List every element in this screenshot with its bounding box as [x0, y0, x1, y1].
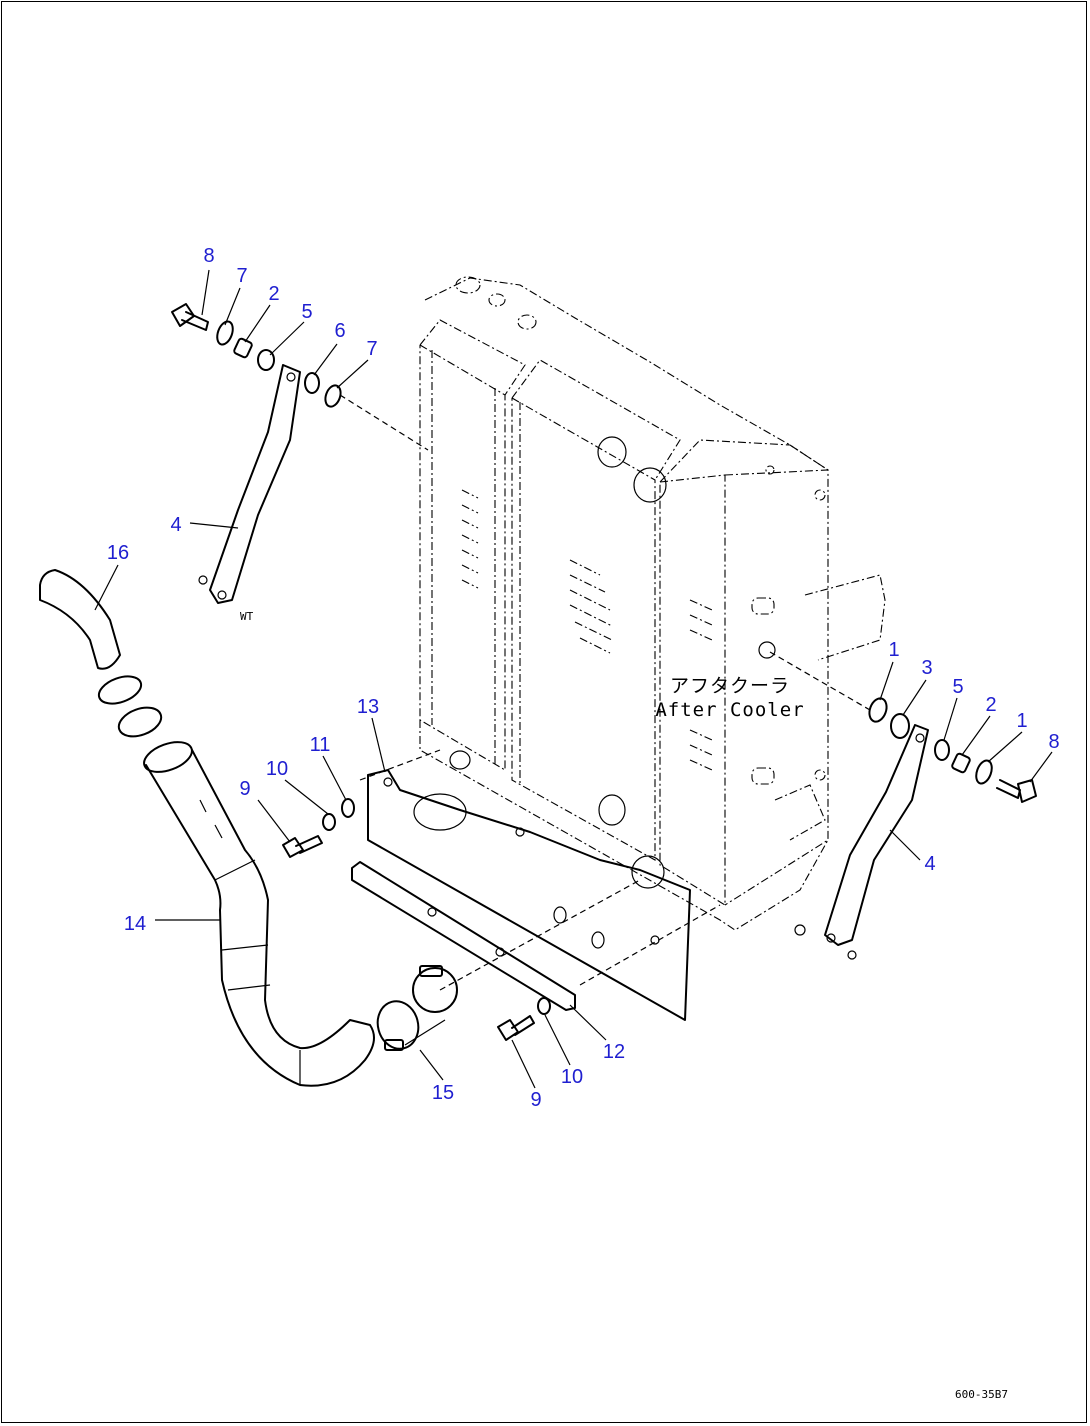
leader-lines: [94, 269, 1053, 1089]
callout-4: 4: [924, 853, 935, 875]
bolt-8-right: [996, 779, 1037, 803]
callout-8: 8: [1048, 731, 1059, 753]
aftercooler-label-jp: アフタクーラ: [670, 675, 790, 697]
bolt-9-bottom: [497, 997, 551, 1041]
callout-2: 2: [268, 283, 279, 305]
bolt-8-left: [171, 303, 209, 331]
callout-5: 5: [301, 301, 312, 323]
hose-14: [143, 741, 375, 1087]
callout-12: 12: [603, 1041, 625, 1063]
callout-9: 9: [530, 1089, 541, 1111]
callout-9: 9: [239, 778, 250, 800]
bolt-9-left: [282, 798, 355, 858]
callout-16: 16: [107, 542, 129, 564]
cover-13: [367, 769, 691, 1021]
figure-number: 600-35B7: [955, 1388, 1008, 1401]
radiator-assembly: [419, 276, 886, 931]
left-bracket-group: WT: [171, 303, 342, 623]
svg-text:WT: WT: [240, 610, 254, 623]
callout-6: 6: [334, 320, 345, 342]
callout-11: 11: [310, 734, 331, 756]
hose-16: [39, 569, 163, 738]
right-bracket-group: [794, 697, 1037, 960]
callout-5: 5: [952, 676, 963, 698]
callout-7: 7: [236, 265, 247, 287]
callout-2: 2: [985, 694, 996, 716]
clamps-15: [376, 965, 458, 1051]
callout-numbers: 8 7 2 5 6 7 4 16 13 11 10 9 14 1 3 5 2 1…: [107, 245, 1060, 1111]
callout-3: 3: [921, 657, 932, 679]
cover-12: [351, 861, 605, 1011]
callout-10: 10: [561, 1066, 583, 1088]
callout-7: 7: [366, 338, 377, 360]
callout-10: 10: [266, 758, 288, 780]
aftercooler-label-en: After Cooler: [655, 699, 804, 721]
callout-8: 8: [203, 245, 214, 267]
assembly-lines: [339, 394, 871, 991]
aftercooler-label: アフタクーラ After Cooler: [655, 675, 804, 721]
callout-14: 14: [124, 913, 146, 935]
callout-1: 1: [888, 639, 899, 661]
callout-1: 1: [1016, 710, 1027, 732]
callout-15: 15: [432, 1082, 454, 1104]
callout-4: 4: [170, 514, 181, 536]
callout-13: 13: [357, 696, 379, 718]
